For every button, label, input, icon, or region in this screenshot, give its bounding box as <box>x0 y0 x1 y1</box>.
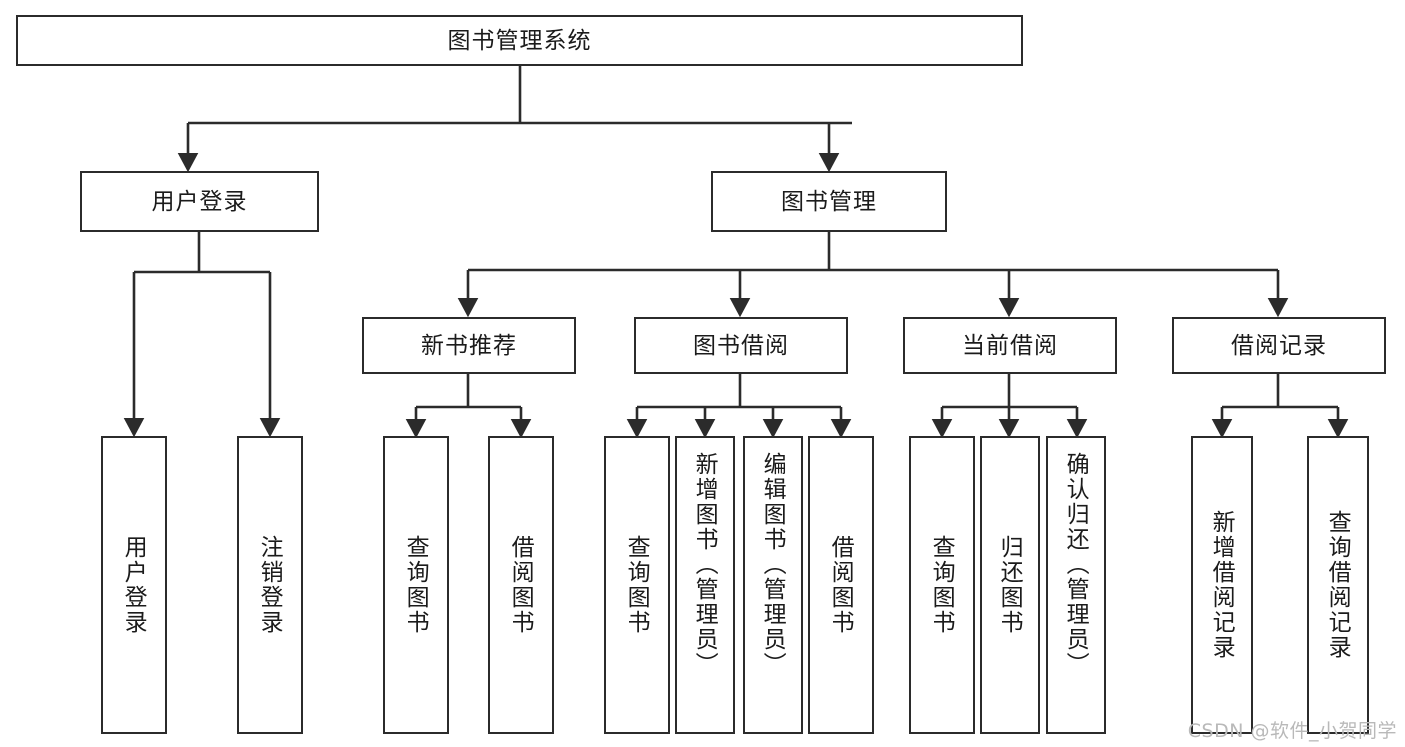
node-label: 图书管理 <box>781 187 877 214</box>
node-borrow-record[interactable]: 借阅记录 <box>1172 317 1386 374</box>
node-leaf-query-book-current[interactable]: 查询图书 <box>909 436 975 734</box>
node-book-management[interactable]: 图书管理 <box>711 171 947 232</box>
node-label: 图书管理系统 <box>447 26 592 53</box>
node-label: 新增借阅记录 <box>1209 510 1236 660</box>
node-root-system[interactable]: 图书管理系统 <box>16 15 1023 66</box>
node-leaf-return-book[interactable]: 归还图书 <box>980 436 1040 734</box>
node-leaf-confirm-return-admin[interactable]: 确认归还（管理员） <box>1046 436 1106 734</box>
node-leaf-borrow-book-new[interactable]: 借阅图书 <box>488 436 554 734</box>
node-label: 借阅图书 <box>508 535 535 635</box>
node-label: 图书借阅 <box>693 331 789 358</box>
node-leaf-query-book-new[interactable]: 查询图书 <box>383 436 449 734</box>
node-book-borrow[interactable]: 图书借阅 <box>634 317 848 374</box>
node-leaf-query-book-borrow[interactable]: 查询图书 <box>604 436 670 734</box>
node-new-book-recommend[interactable]: 新书推荐 <box>362 317 576 374</box>
node-label: 新增图书（管理员） <box>692 452 719 677</box>
node-leaf-add-book-admin[interactable]: 新增图书（管理员） <box>675 436 735 734</box>
node-user-login[interactable]: 用户登录 <box>80 171 319 232</box>
node-label: 查询图书 <box>929 535 956 635</box>
node-leaf-query-borrow-record[interactable]: 查询借阅记录 <box>1307 436 1369 734</box>
node-leaf-borrow-book[interactable]: 借阅图书 <box>808 436 874 734</box>
node-current-borrow[interactable]: 当前借阅 <box>903 317 1117 374</box>
node-leaf-logout[interactable]: 注销登录 <box>237 436 303 734</box>
node-label: 确认归还（管理员） <box>1063 452 1090 677</box>
node-label: 查询图书 <box>624 535 651 635</box>
node-label: 用户登录 <box>151 187 248 214</box>
node-label: 查询图书 <box>403 535 430 635</box>
node-leaf-add-borrow-record[interactable]: 新增借阅记录 <box>1191 436 1253 734</box>
watermark-text: CSDN @软件_小贺同学 <box>1187 720 1397 742</box>
node-leaf-edit-book-admin[interactable]: 编辑图书（管理员） <box>743 436 803 734</box>
node-leaf-user-login[interactable]: 用户登录 <box>101 436 167 734</box>
node-label: 注销登录 <box>257 535 284 635</box>
node-label: 借阅图书 <box>828 535 855 635</box>
node-label: 归还图书 <box>997 535 1024 635</box>
node-label: 当前借阅 <box>962 331 1058 358</box>
node-label: 查询借阅记录 <box>1325 510 1352 660</box>
node-label: 编辑图书（管理员） <box>760 452 787 677</box>
node-label: 用户登录 <box>121 535 148 635</box>
node-label: 借阅记录 <box>1231 331 1327 358</box>
node-label: 新书推荐 <box>421 331 517 358</box>
